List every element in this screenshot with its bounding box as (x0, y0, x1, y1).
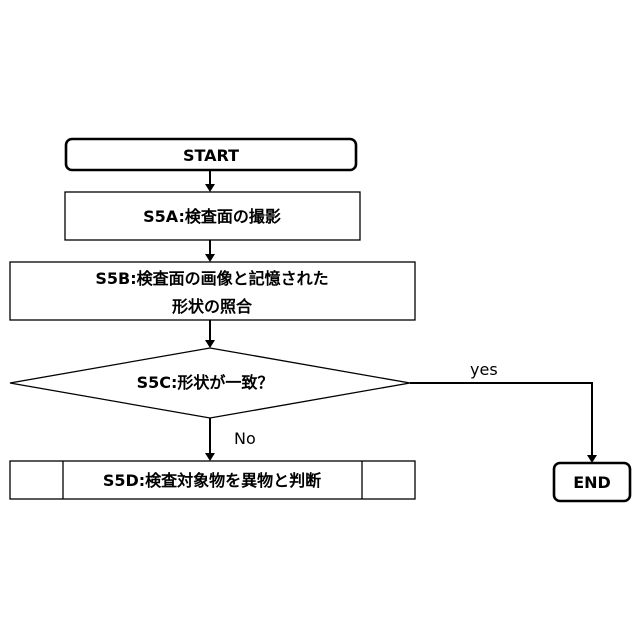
step-s5b-node: S5B:検査面の画像と記憶された 形状の照合 (10, 262, 415, 320)
no-label: No (234, 429, 256, 448)
step-s5a-node: S5A:検査面の撮影 (65, 192, 360, 240)
step-s5b-label-line1: S5B:検査面の画像と記憶された (95, 269, 328, 288)
arrow-yes-to-end (410, 383, 597, 463)
arrow-start-to-s5a (205, 170, 215, 192)
arrow-s5a-to-s5b (205, 240, 215, 262)
end-node: END (554, 463, 630, 501)
start-label: START (183, 146, 239, 165)
step-s5b-label-line2: 形状の照合 (172, 297, 253, 316)
step-s5a-label: S5A:検査面の撮影 (143, 207, 281, 226)
end-label: END (573, 473, 611, 492)
decision-s5c-label: S5C:形状が一致？ (137, 373, 274, 392)
start-node: START (66, 139, 356, 170)
arrow-s5b-to-s5c (205, 320, 215, 348)
decision-s5c-node: S5C:形状が一致？ (10, 348, 410, 418)
arrow-no-to-s5d (205, 418, 215, 461)
step-s5d-label: S5D:検査対象物を異物と判断 (103, 471, 321, 490)
step-s5d-node: S5D:検査対象物を異物と判断 (10, 461, 415, 499)
yes-label: yes (470, 360, 498, 379)
